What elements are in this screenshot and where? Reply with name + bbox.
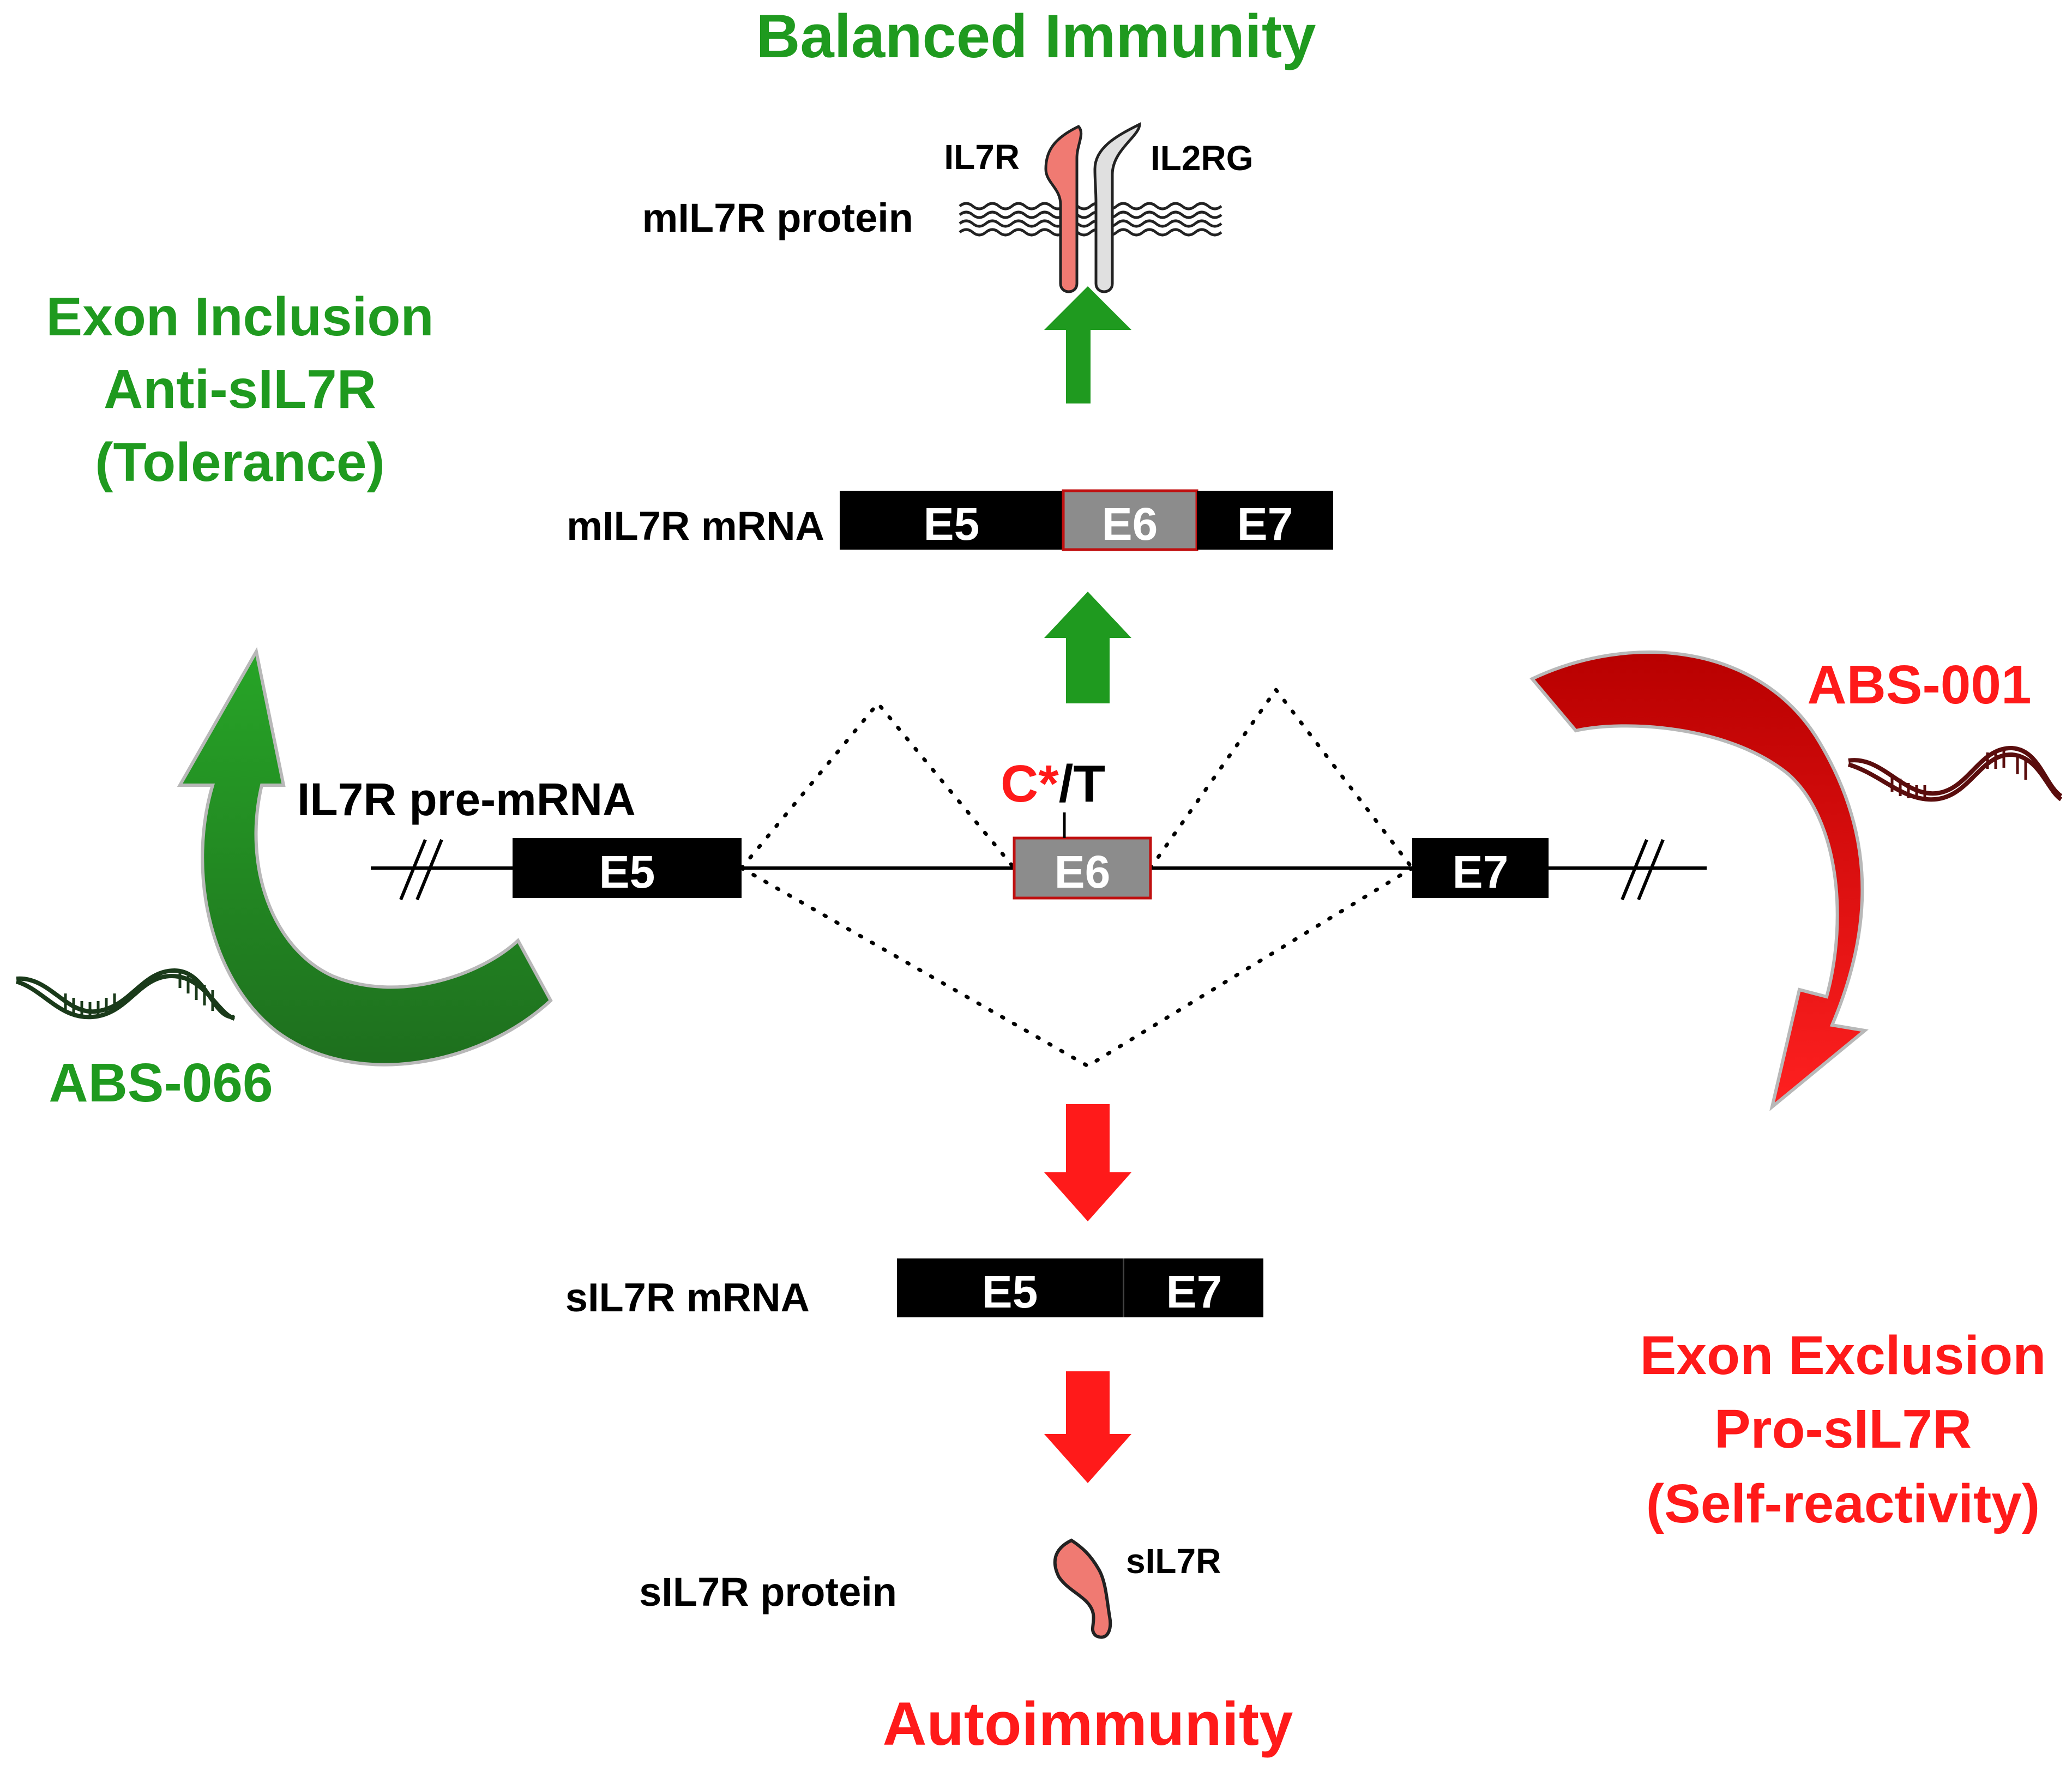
snp-variant: C*/T	[1001, 755, 1105, 813]
mil7r-mrna-label: mIL7R mRNA	[567, 503, 824, 549]
exon-exclusion-label: Exon Exclusion	[1640, 1325, 2046, 1386]
balanced-immunity-title: Balanced Immunity	[756, 2, 1316, 70]
self-reactivity-label: (Self-reactivity)	[1646, 1473, 2040, 1534]
inclusion-splice-e6-e7	[1148, 686, 1414, 870]
sil7r-tag-label: sIL7R	[1126, 1541, 1221, 1581]
anti-sil7r-label: Anti-sIL7R	[104, 359, 376, 420]
cell-membrane-icon	[959, 199, 1227, 237]
curved-arrow-icon	[177, 647, 553, 1067]
pre-mrna-exon-e5-label: E5	[599, 846, 655, 897]
exclusion-splice-e5-e7	[739, 866, 1414, 1069]
s-mrna-exon-e7-label: E7	[1166, 1266, 1222, 1317]
mil7r-protein-label: mIL7R protein	[642, 195, 913, 240]
dna-helix-icon	[1847, 745, 2063, 802]
m-mrna-exon-e5-label: E5	[924, 498, 980, 550]
il2rg-chain-label: IL2RG	[1151, 138, 1253, 178]
s-mrna-exon-e7	[1124, 1258, 1263, 1317]
m-mrna-exon-e7	[1197, 491, 1333, 550]
snp-alt-allele: /T	[1059, 755, 1105, 813]
dna-helix-icon	[15, 968, 236, 1021]
break-mark-right	[1621, 839, 1665, 901]
abs-001-label: ABS-001	[1807, 654, 2031, 715]
exon-inclusion-label: Exon Inclusion	[46, 286, 433, 347]
break-mark-left	[399, 839, 443, 901]
pro-sil7r-label: Pro-sIL7R	[1714, 1399, 1972, 1460]
pre-mrna-exon-e7-label: E7	[1453, 846, 1509, 897]
m-mrna-exon-e6-label: E6	[1102, 498, 1158, 550]
il7r-chain-label: IL7R	[944, 137, 1020, 177]
abs-066-label: ABS-066	[49, 1052, 273, 1113]
down-arrow-icon	[1044, 1371, 1131, 1483]
up-arrow-icon	[1044, 286, 1131, 403]
tolerance-label: (Tolerance)	[95, 432, 385, 493]
pre-mrna-exon-e7	[1412, 838, 1549, 898]
s-mrna-exon-e5-label: E5	[982, 1266, 1038, 1317]
pre-mrna-exon-e6-label: E6	[1055, 846, 1111, 897]
m-mrna-exon-e7-label: E7	[1237, 498, 1293, 550]
inclusion-splice-e5-e6	[739, 700, 1016, 870]
up-arrow-icon	[1044, 592, 1131, 703]
sil7r-protein-label: sIL7R protein	[639, 1569, 897, 1615]
down-arrow-icon	[1044, 1104, 1131, 1221]
pre-mrna-exon-e6	[1013, 836, 1152, 900]
splicing-paths	[739, 686, 1414, 1069]
m-mrna-exon-e5	[840, 491, 1063, 550]
snp-risk-allele: C*	[1001, 755, 1059, 813]
pre-mrna-label: IL7R pre-mRNA	[297, 774, 636, 825]
il2rg-receptor-icon	[1093, 122, 1141, 293]
autoimmunity-title: Autoimmunity	[883, 1690, 1293, 1758]
s-mrna-exon-e5	[897, 1258, 1123, 1317]
il7r-receptor-icon	[1044, 124, 1083, 293]
curved-arrow-icon	[1529, 650, 1869, 1111]
sil7r-protein-icon	[1053, 1538, 1112, 1639]
sil7r-mrna-label: sIL7R mRNA	[565, 1275, 810, 1320]
pre-mrna-exon-e5	[513, 838, 742, 898]
